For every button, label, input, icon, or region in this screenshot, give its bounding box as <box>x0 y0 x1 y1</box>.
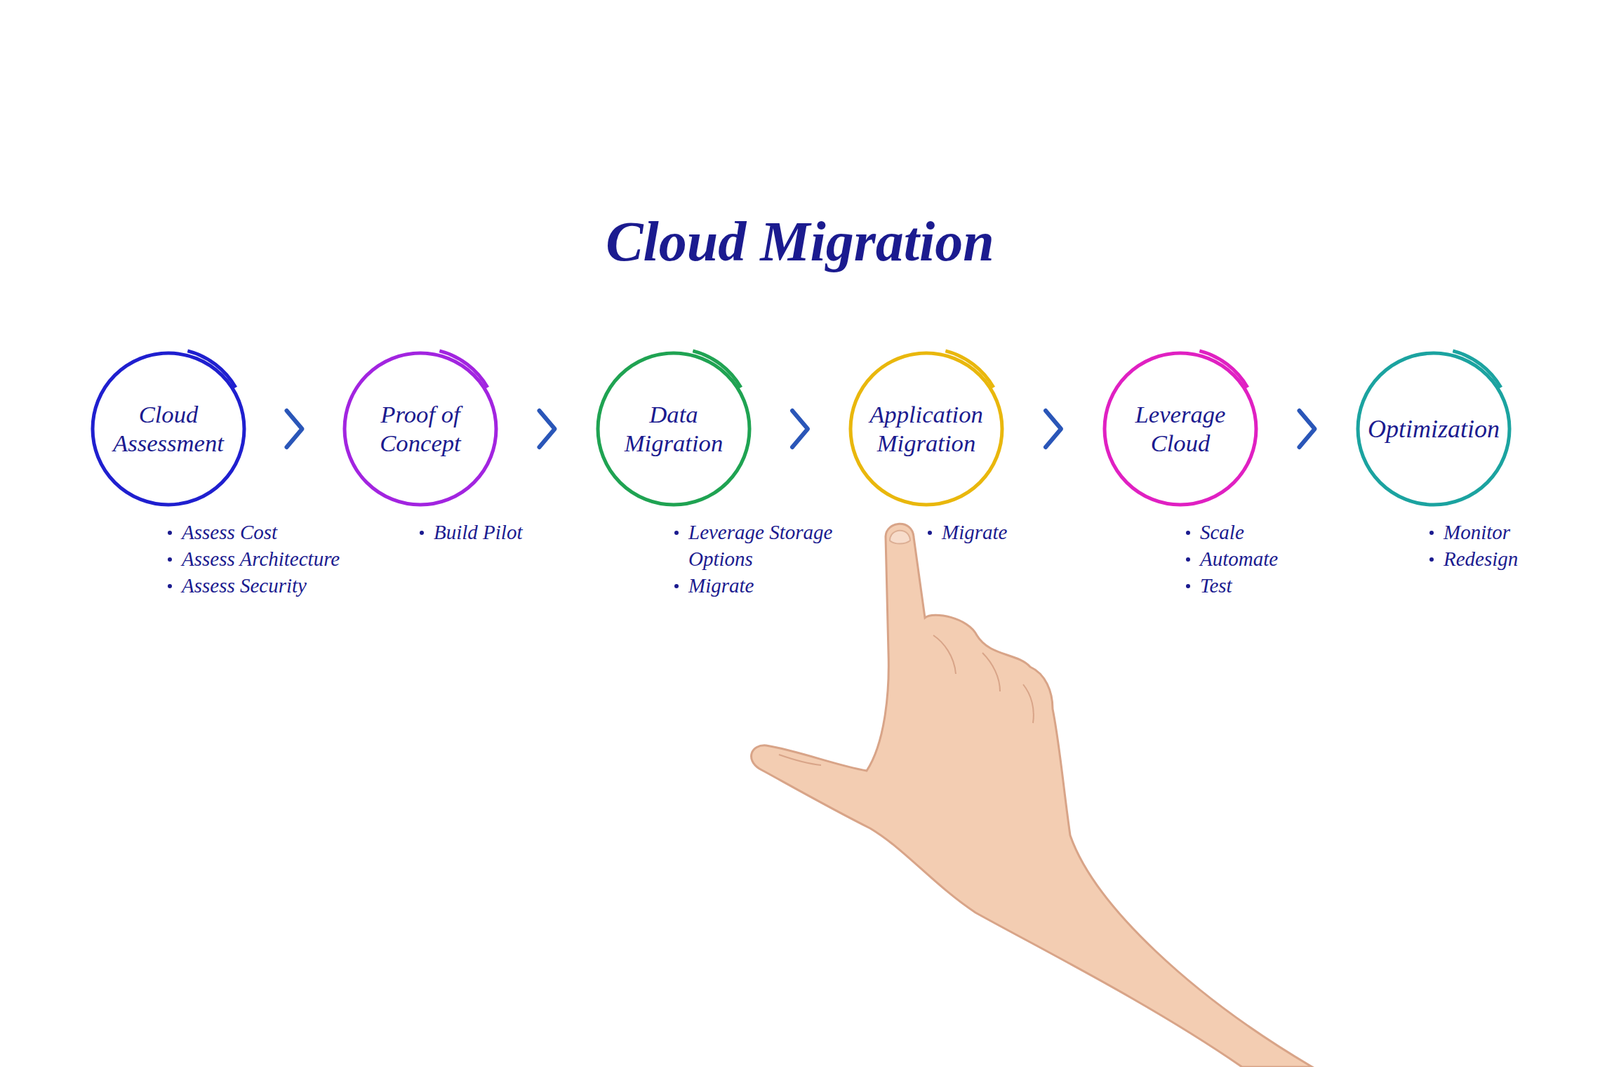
bullet-text: Scale <box>1200 520 1245 544</box>
bullet-text: Migrate <box>941 520 1008 544</box>
bullet-dot <box>927 530 932 535</box>
step-title: Data Migration <box>606 400 742 458</box>
step-title: Proof of Concept <box>352 400 489 458</box>
circle-label-area: Proof of Concept <box>341 350 499 508</box>
bullet-dot <box>167 530 172 535</box>
circle-tail <box>187 349 238 389</box>
step-title: Optimization <box>1367 414 1500 444</box>
step-circle: Application MigrationMigrate <box>847 350 1005 508</box>
step-circle: OptimizationMonitorRedesign <box>1355 350 1513 508</box>
circle-label-area: Leverage Cloud <box>1101 350 1259 508</box>
diagram-title: Cloud Migration <box>0 207 1600 276</box>
bullet-item: Migrate <box>688 571 857 599</box>
bullet-text: Monitor <box>1443 520 1511 544</box>
bullet-dot <box>419 530 424 535</box>
step-circle: Leverage CloudScaleAutomateTest <box>1101 350 1259 508</box>
bullet-dot <box>674 583 679 589</box>
circle-label-area: Application Migration <box>847 350 1005 508</box>
bullet-dot <box>1185 557 1191 562</box>
bullet-dot <box>1429 530 1434 535</box>
bullet-text: Migrate <box>688 574 754 597</box>
circle-stroke <box>597 352 750 505</box>
bullet-dot <box>167 557 172 562</box>
bullet-text: Assess Architecture <box>181 547 340 570</box>
circle-stroke <box>1104 352 1257 505</box>
bullet-item: Automate <box>1200 545 1425 572</box>
bullet-list: ScaleAutomateTest <box>1200 518 1425 599</box>
circle-label-area: Cloud Assessment <box>89 350 248 508</box>
hand-shape <box>751 523 1313 1067</box>
circle-outline <box>595 350 753 508</box>
bullet-text: Assess Security <box>181 574 307 597</box>
bullet-list: Build Pilot <box>433 518 659 546</box>
bullet-text: Automate <box>1200 547 1278 570</box>
bullet-list: Migrate <box>941 518 1167 546</box>
circle-tail <box>1199 349 1250 389</box>
circle-outline <box>847 350 1005 508</box>
chevron-connector <box>287 410 303 448</box>
step-circle: Proof of ConceptBuild Pilot <box>341 350 499 508</box>
bullet-text: Assess Cost <box>181 520 278 544</box>
circle-outline <box>1101 350 1259 508</box>
step-circle: Cloud AssessmentAssess CostAssess Archit… <box>89 350 248 508</box>
bullet-dot <box>167 583 172 589</box>
chevron-connector <box>539 410 556 448</box>
circle-tail <box>1452 349 1503 389</box>
bullet-item: Scale <box>1200 518 1425 546</box>
circle-label-area: Optimization <box>1355 350 1513 508</box>
bullet-list: Assess CostAssess ArchitectureAssess Sec… <box>181 518 407 599</box>
circle-outline <box>341 350 499 508</box>
bullet-item: Assess Security <box>181 571 407 599</box>
bullet-item: Build Pilot <box>433 518 659 546</box>
bullet-text: Leverage Storage Options <box>688 520 833 570</box>
bullet-item: Test <box>1200 571 1425 599</box>
bullet-item: Monitor <box>1443 518 1600 546</box>
bullet-list: MonitorRedesign <box>1443 518 1600 572</box>
chevron-connector <box>1045 410 1062 448</box>
fingernail <box>889 530 911 544</box>
step-title: Leverage Cloud <box>1112 400 1249 458</box>
chevron-connector <box>792 410 808 448</box>
chevron-connector <box>1299 410 1316 448</box>
bullet-dot <box>1185 583 1191 589</box>
bullet-dot <box>674 530 679 535</box>
circle-label-area: Data Migration <box>595 350 753 508</box>
bullet-dot <box>1185 530 1191 535</box>
circle-tail <box>439 349 490 389</box>
circle-stroke <box>850 352 1003 505</box>
bullet-item: Assess Architecture <box>181 545 407 572</box>
step-title: Cloud Assessment <box>101 400 237 458</box>
bullet-list: Leverage Storage OptionsMigrate <box>688 518 857 599</box>
circle-outline <box>89 350 248 508</box>
step-title: Application Migration <box>858 400 995 458</box>
bullet-item: Migrate <box>941 518 1167 546</box>
step-circle: Data MigrationLeverage Storage OptionsMi… <box>595 350 753 508</box>
circle-tail <box>945 349 996 389</box>
bullet-item: Assess Cost <box>181 518 407 546</box>
knuckle-crease <box>778 635 1034 765</box>
circle-stroke <box>92 352 245 505</box>
circle-tail <box>692 349 743 389</box>
circle-stroke <box>1357 352 1510 505</box>
bullet-text: Test <box>1200 574 1233 597</box>
bullet-item: Redesign <box>1443 545 1600 572</box>
bullet-item: Leverage Storage Options <box>688 518 857 572</box>
circle-stroke <box>344 352 497 505</box>
bullet-dot <box>1429 557 1434 562</box>
bullet-text: Redesign <box>1443 547 1518 570</box>
bullet-text: Build Pilot <box>433 520 523 544</box>
